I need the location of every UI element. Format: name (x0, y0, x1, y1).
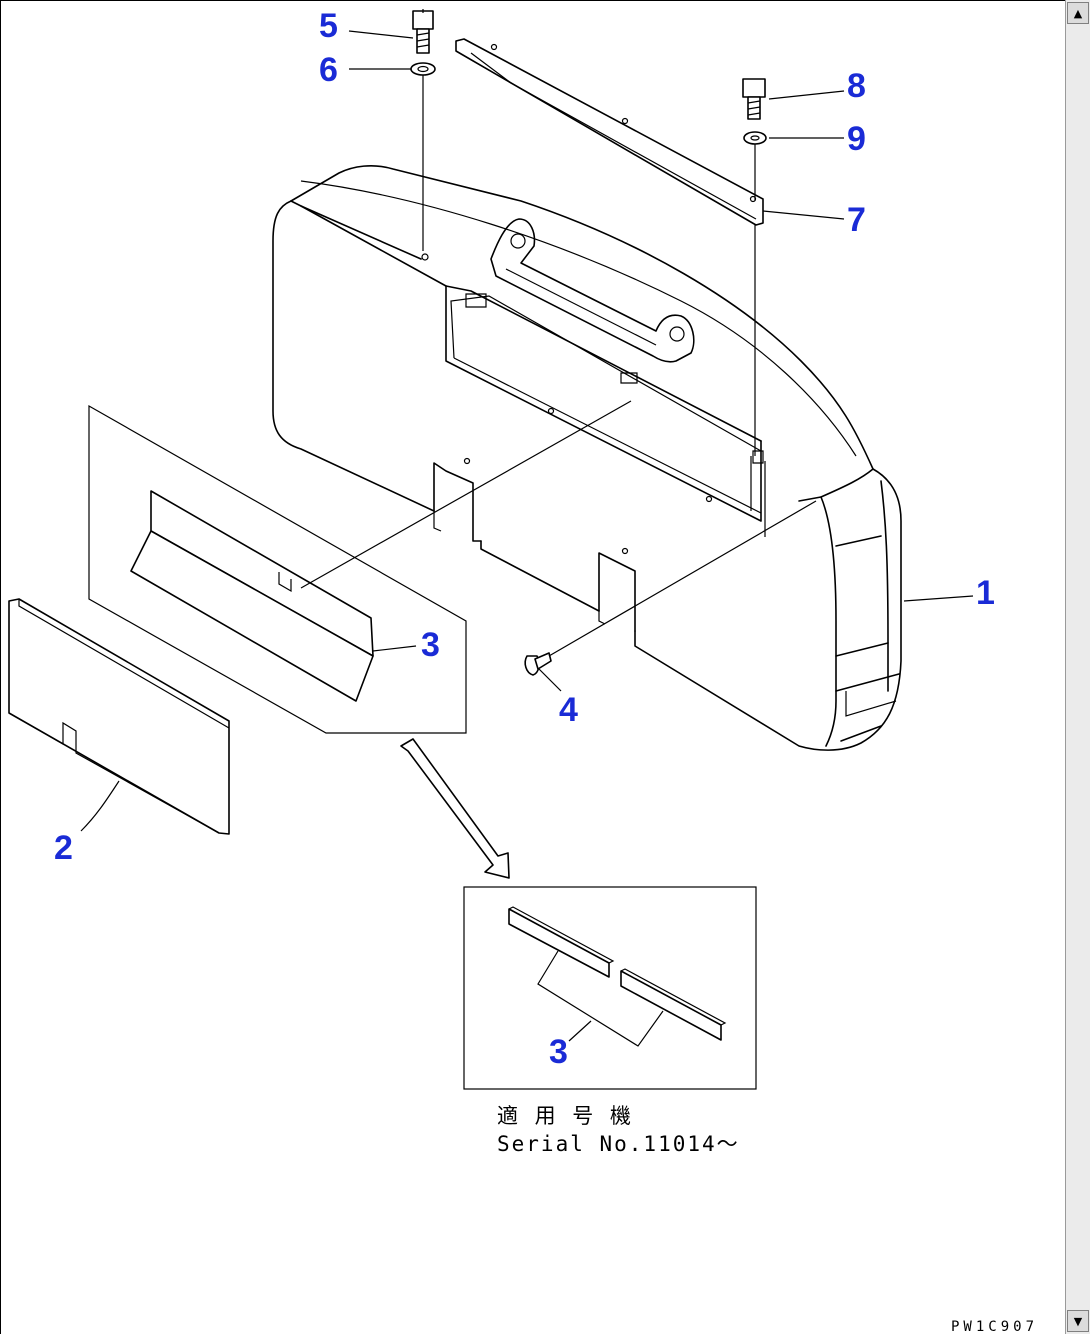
callout-6: 6 (319, 51, 338, 89)
vertical-scrollbar[interactable]: ▲ ▼ (1065, 0, 1090, 1334)
callout-1: 1 (976, 574, 995, 612)
insert-frame (88, 400, 632, 734)
serial-note-line2: Serial No.11014〜 (497, 1132, 740, 1156)
detail-arrow (400, 738, 510, 879)
counterweight-body (272, 164, 902, 751)
serial-note-line1: 適 用 号 機 (497, 1104, 633, 1128)
scroll-down-icon[interactable]: ▼ (1067, 1310, 1089, 1332)
bracket-plate (455, 38, 764, 226)
callout-2: 2 (54, 829, 73, 867)
counterweight-parts-diagram: 5 6 8 9 7 1 3 4 2 3 適 用 号 機 Serial No.11… (8, 7, 1038, 1335)
washer-9 (743, 131, 767, 145)
bolt-5 (412, 9, 434, 54)
callout-8: 8 (847, 67, 866, 105)
drawing-code: PW1C907 (951, 1319, 1038, 1335)
leader-lines (80, 30, 974, 832)
washer-6 (410, 62, 436, 76)
drawing-viewport: 5 6 8 9 7 1 3 4 2 3 適 用 号 機 Serial No.11… (0, 0, 1065, 1335)
callout-3-main: 3 (421, 626, 440, 664)
callout-3-detail: 3 (549, 1033, 568, 1071)
bolt-8 (742, 78, 766, 120)
plug-4 (524, 652, 552, 676)
scroll-up-icon[interactable]: ▲ (1067, 2, 1089, 24)
detail-box (463, 886, 757, 1090)
plate-2 (8, 598, 230, 835)
callout-5: 5 (319, 7, 338, 45)
callout-7: 7 (847, 201, 866, 239)
callout-9: 9 (847, 120, 866, 158)
callout-4: 4 (559, 691, 578, 729)
